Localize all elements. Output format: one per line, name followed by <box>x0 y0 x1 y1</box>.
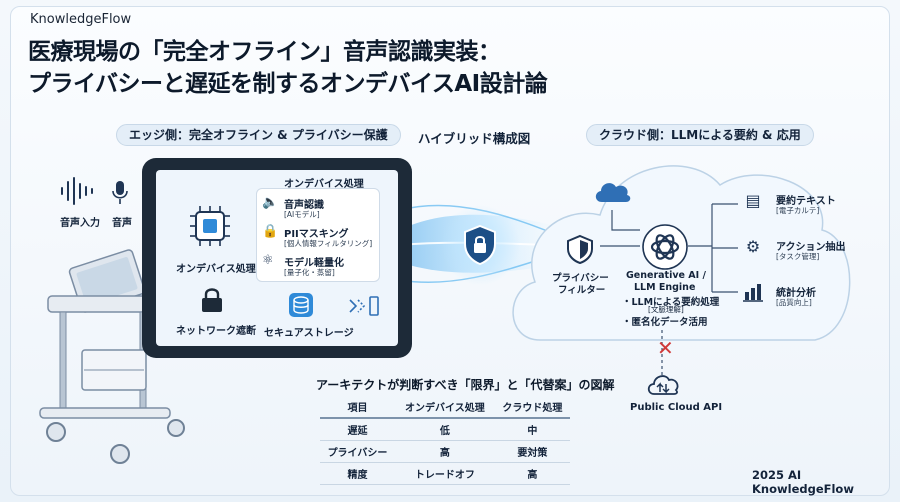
padlock-icon <box>202 288 222 312</box>
feature-title-pii: PIIマスキング <box>284 229 349 240</box>
secure-storage-label: セキュアストレージ <box>264 328 354 339</box>
public-cloud-api-label: Public Cloud API <box>630 402 723 413</box>
table-row: プライバシー 高 要対策 <box>320 440 570 463</box>
medical-cart <box>39 249 185 464</box>
table-cell: 遅延 <box>320 418 395 441</box>
chip-label: オンデバイス処理 <box>176 264 256 275</box>
database-icon <box>289 293 313 317</box>
engine-line-4: [文脈理解] <box>648 305 684 314</box>
atom-icon: ⚛ <box>262 253 274 268</box>
table-header-item: 項目 <box>320 396 395 419</box>
table-header-row: 項目 オンデバイス処理 クラウド処理 <box>320 396 570 419</box>
table-row: 遅延 低 中 <box>320 418 570 441</box>
table-header-cloud: クラウド処理 <box>494 396 570 419</box>
microphone-icon <box>112 181 128 204</box>
table-cell: 要対策 <box>494 440 570 463</box>
hybrid-diagram-label: ハイブリッド構成図 <box>418 131 531 146</box>
engine-line-1: Generative AI / <box>626 270 706 281</box>
page-title: 医療現場の「完全オフライン」音声認識実装： プライバシーと遅延を制するオンデバイ… <box>28 36 548 100</box>
privacy-filter-label-1: プライバシー <box>552 273 609 284</box>
bar-chart-icon <box>743 284 763 302</box>
feature-sub-lightweight: [量子化・蒸留] <box>284 268 335 277</box>
privacy-filter-label-2: フィルター <box>558 285 606 296</box>
table-header-ondevice: オンデバイス処理 <box>394 396 495 419</box>
feature-title-asr: 音声認識 <box>284 200 324 211</box>
output-sub-action: [タスク管理] <box>776 252 820 261</box>
output-title-stats: 統計分析 <box>776 288 816 299</box>
feature-title-lightweight: モデル軽量化 <box>284 258 344 269</box>
engine-line-2: LLM Engine <box>634 282 696 293</box>
voice-label: 音声 <box>112 218 132 229</box>
table-cell: 高 <box>394 440 495 463</box>
title-line-2: プライバシーと遅延を制するオンデバイスAI設計論 <box>28 71 548 97</box>
table-cell: トレードオフ <box>394 462 495 485</box>
gear-icon: ⚙ <box>745 237 761 256</box>
speaker-icon: 🔈 <box>262 195 279 210</box>
engine-line-5: ・匿名化データ活用 <box>622 317 708 328</box>
output-title-summary: 要約テキスト <box>776 196 836 207</box>
table-cell: 高 <box>494 462 570 485</box>
cloud-section-pill: クラウド側：LLMによる要約 & 応用 <box>586 124 814 146</box>
cloud-connectors <box>600 203 738 376</box>
comparison-table: 項目 オンデバイス処理 クラウド処理 遅延 低 中 プライバシー 高 要対策 精… <box>320 396 570 485</box>
table-cell: 低 <box>394 418 495 441</box>
network-cut-label: ネットワーク遮断 <box>176 326 256 337</box>
engine-line-3: ・LLMによる要約処理 <box>622 297 720 308</box>
lock-icon: 🔒 <box>262 224 279 239</box>
cloud-icon <box>595 183 631 202</box>
sound-wave-icon <box>61 177 93 205</box>
output-sub-stats: [品質向上] <box>776 298 812 307</box>
feature-sub-pii: [個人情報フィルタリング] <box>284 239 373 248</box>
footer-credit: 2025 AI KnowledgeFlow <box>752 468 854 496</box>
voice-input-label: 音声入力 <box>60 218 100 229</box>
table-cell: 精度 <box>320 462 395 485</box>
llm-engine-icon <box>642 224 688 270</box>
table-row: 精度 トレードオフ 高 <box>320 462 570 485</box>
title-line-1: 医療現場の「完全オフライン」音声認識実装： <box>28 39 501 65</box>
blocked-signal-icon <box>349 296 379 316</box>
brand-label: KnowledgeFlow <box>30 12 132 27</box>
comparison-table-title: アーキテクトが判断すべき「限界」と「代替案」の図解 <box>316 378 615 392</box>
cloud-sync-icon <box>647 375 679 395</box>
table-cell: 中 <box>494 418 570 441</box>
ondevice-feature-box <box>256 188 380 282</box>
ondevice-processing-header: オンデバイス処理 <box>284 179 364 190</box>
blocked-x-icon: ✕ <box>657 336 674 360</box>
table-cell: プライバシー <box>320 440 395 463</box>
document-icon: ▤ <box>745 191 761 210</box>
shield-lock-icon <box>464 224 496 266</box>
output-title-action: アクション抽出 <box>776 242 846 253</box>
output-sub-summary: [電子カルテ] <box>776 206 820 215</box>
feature-sub-asr: [AIモデル] <box>284 210 320 219</box>
edge-section-pill: エッジ側：完全オフライン & プライバシー保護 <box>116 124 401 146</box>
privacy-shield-icon <box>567 234 593 264</box>
ai-chip-icon <box>190 206 230 246</box>
